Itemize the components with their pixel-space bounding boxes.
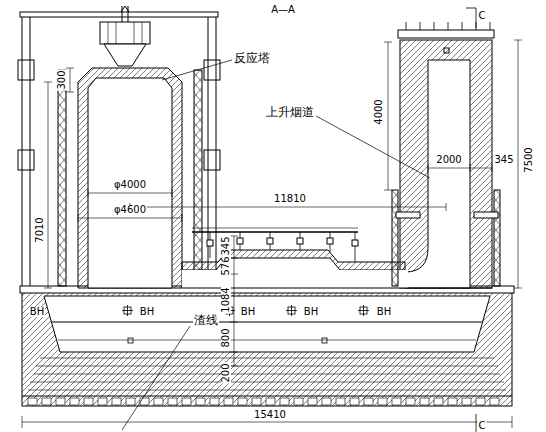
support-block — [322, 398, 331, 405]
dimension-text: BH — [376, 307, 392, 317]
uptake-shaft — [182, 22, 500, 288]
dimension-text: 11810 — [273, 194, 307, 204]
support-block — [84, 398, 93, 405]
support-block — [42, 398, 51, 405]
dimension-text: C — [478, 11, 487, 21]
dimension-text: BH — [303, 307, 319, 317]
dimension-text: φ4000 — [113, 180, 147, 190]
support-block — [238, 398, 247, 405]
dimension-text: 576 — [221, 255, 231, 276]
leader-line — [122, 60, 430, 430]
support-block — [406, 398, 415, 405]
support-block — [28, 398, 37, 405]
dimension-text: 15410 — [253, 410, 287, 420]
support-block — [308, 398, 317, 405]
dimension-text: 7500 — [524, 146, 534, 173]
support-block — [350, 398, 359, 405]
support-block — [56, 398, 65, 405]
settler-hearth — [20, 286, 514, 406]
dimension-text: 2000 — [435, 155, 462, 165]
support-block — [364, 398, 373, 405]
support-block — [70, 398, 79, 405]
dimension-text: BH — [139, 307, 155, 317]
support-block — [448, 398, 457, 405]
dimension-text: 300 — [57, 69, 67, 90]
support-block — [336, 398, 345, 405]
support-block — [434, 398, 443, 405]
dimension-text: BH — [29, 307, 45, 317]
support-block — [462, 398, 471, 405]
support-block — [154, 398, 163, 405]
support-block — [490, 398, 499, 405]
settler-roof — [182, 228, 405, 270]
dimension-text: 345 — [221, 235, 231, 256]
burner-marker — [122, 305, 369, 343]
support-block — [126, 398, 135, 405]
support-block — [392, 398, 401, 405]
dimension-text: 345 — [493, 155, 514, 165]
support-block — [266, 398, 275, 405]
support-block — [224, 398, 233, 405]
dimension-text: 1084 — [221, 286, 231, 313]
reaction-shaft — [18, 6, 220, 288]
part-name: 渣线 — [193, 314, 219, 326]
dimension-text: φ4600 — [113, 205, 147, 215]
support-block — [196, 398, 205, 405]
part-name: 反应塔 — [233, 52, 271, 64]
dimension-line — [22, 8, 522, 432]
support-block — [210, 398, 219, 405]
part-name: 上升烟道 — [265, 106, 315, 118]
dimension-text: BH — [240, 307, 256, 317]
support-block — [252, 398, 261, 405]
support-block — [378, 398, 387, 405]
support-block — [420, 398, 429, 405]
support-block — [98, 398, 107, 405]
dimension-text: C — [478, 421, 487, 431]
support-block — [182, 398, 191, 405]
dimension-text: 4000 — [374, 98, 384, 125]
support-block — [112, 398, 121, 405]
support-block — [168, 398, 177, 405]
support-block — [140, 398, 149, 405]
support-block — [294, 398, 303, 405]
dimension-text: 800 — [221, 327, 231, 348]
dimension-text: A—A — [270, 5, 296, 15]
dimension-text: 7010 — [35, 216, 45, 243]
support-block — [280, 398, 289, 405]
dimension-text: 200 — [221, 362, 231, 383]
support-block — [476, 398, 485, 405]
